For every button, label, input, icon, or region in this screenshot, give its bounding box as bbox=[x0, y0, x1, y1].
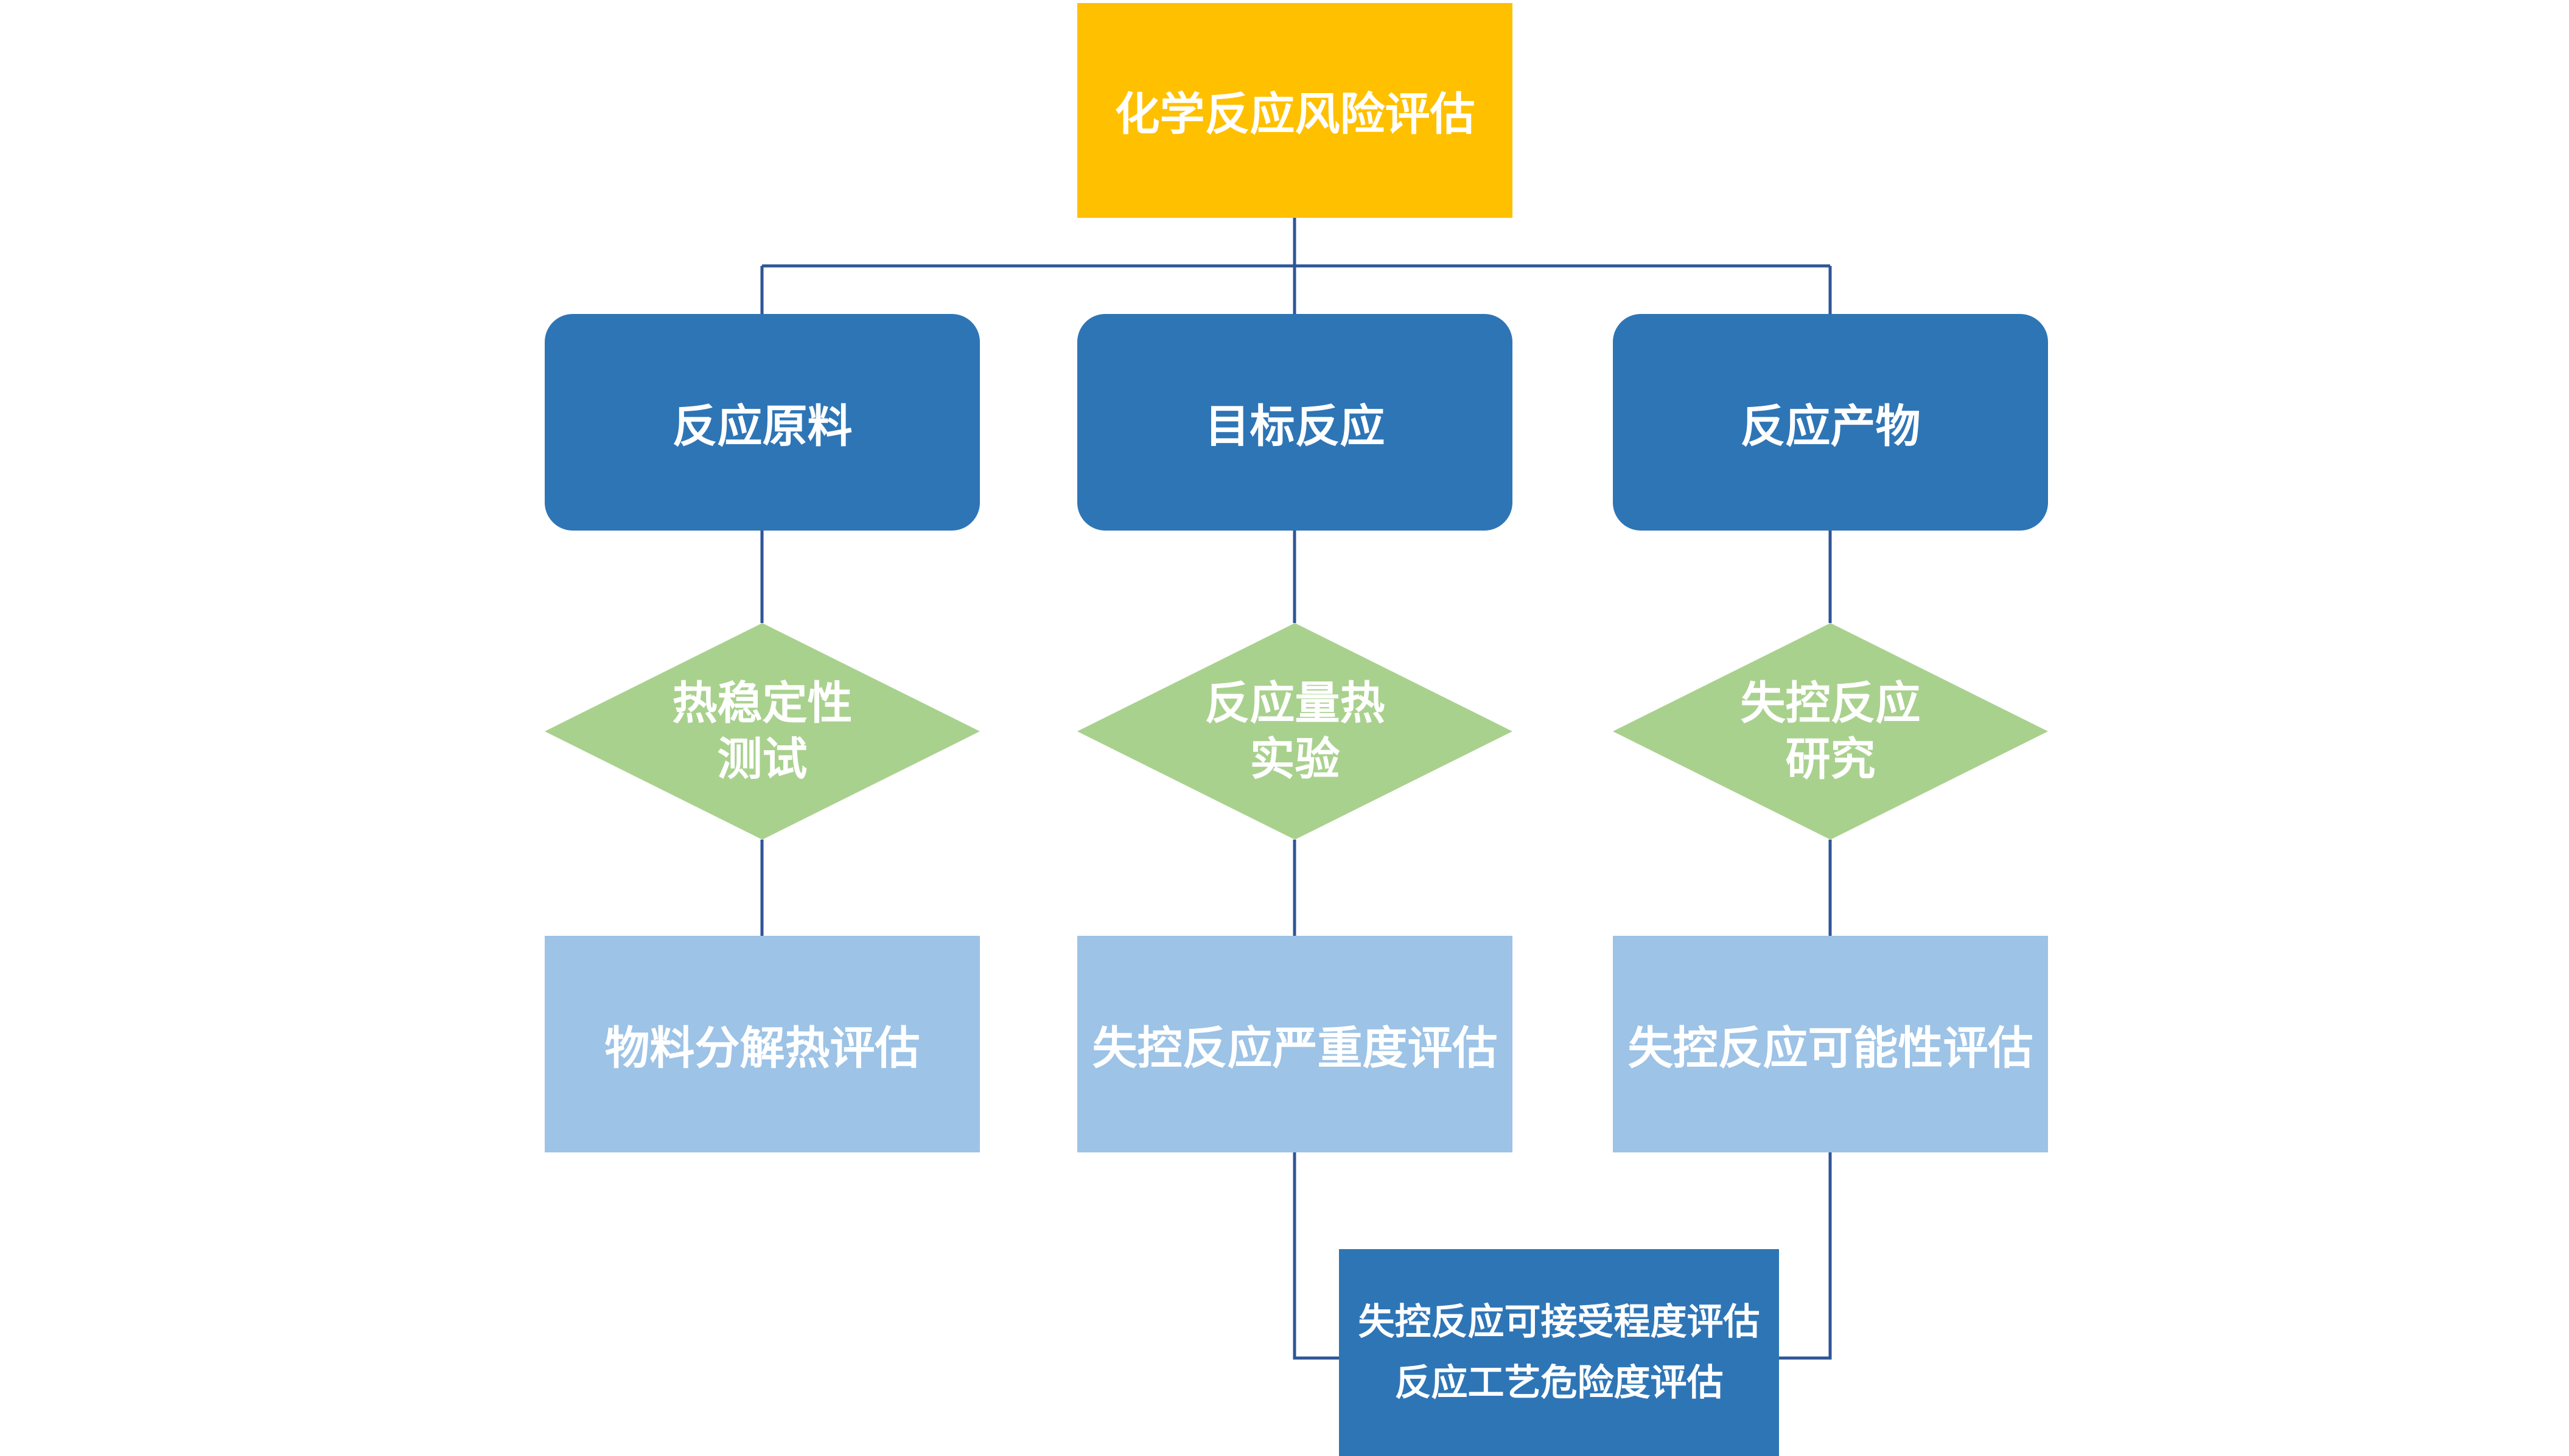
test-label-line2: 测试 bbox=[717, 733, 808, 785]
category-label: 目标反应 bbox=[1204, 400, 1385, 453]
root-label: 化学反应风险评估 bbox=[1114, 88, 1475, 141]
result-node-probability: 失控反应可能性评估 bbox=[1613, 936, 2048, 1152]
connector-result2-final bbox=[1293, 1152, 1339, 1360]
category-node-products: 反应产物 bbox=[1613, 314, 2048, 531]
test-label-line1: 反应量热 bbox=[1204, 677, 1385, 730]
test-node-reaction-calorimetry: 反应量热 实验 bbox=[1077, 623, 1512, 840]
test-node-thermal-stability: 热稳定性 测试 bbox=[545, 623, 980, 840]
root-node: 化学反应风险评估 bbox=[1077, 3, 1512, 218]
category-node-raw-materials: 反应原料 bbox=[545, 314, 980, 531]
diamond-shape bbox=[1077, 623, 1512, 840]
result-node-decomposition-heat: 物料分解热评估 bbox=[545, 936, 980, 1152]
final-node: 失控反应可接受程度评估 反应工艺危险度评估 bbox=[1339, 1249, 1779, 1456]
final-label-line1: 失控反应可接受程度评估 bbox=[1358, 1301, 1760, 1343]
connector-result3-final bbox=[1779, 1152, 1832, 1360]
test-label-line1: 热稳定性 bbox=[672, 677, 853, 730]
diamond-shape bbox=[1613, 623, 2048, 840]
test-label-line1: 失控反应 bbox=[1740, 677, 1921, 730]
diamond-shape bbox=[545, 623, 980, 840]
test-node-runaway-reaction: 失控反应 研究 bbox=[1613, 623, 2048, 840]
test-label-line2: 研究 bbox=[1785, 733, 1876, 785]
result-label: 物料分解热评估 bbox=[604, 1022, 920, 1075]
category-label: 反应产物 bbox=[1740, 400, 1921, 453]
category-node-target-reaction: 目标反应 bbox=[1077, 314, 1512, 531]
result-label: 失控反应可能性评估 bbox=[1627, 1022, 2033, 1075]
final-label-line2: 反应工艺危险度评估 bbox=[1394, 1362, 1724, 1404]
test-label-line2: 实验 bbox=[1250, 733, 1340, 785]
result-label: 失控反应严重度评估 bbox=[1092, 1022, 1498, 1075]
category-label: 反应原料 bbox=[672, 400, 853, 453]
result-node-severity: 失控反应严重度评估 bbox=[1077, 936, 1512, 1152]
